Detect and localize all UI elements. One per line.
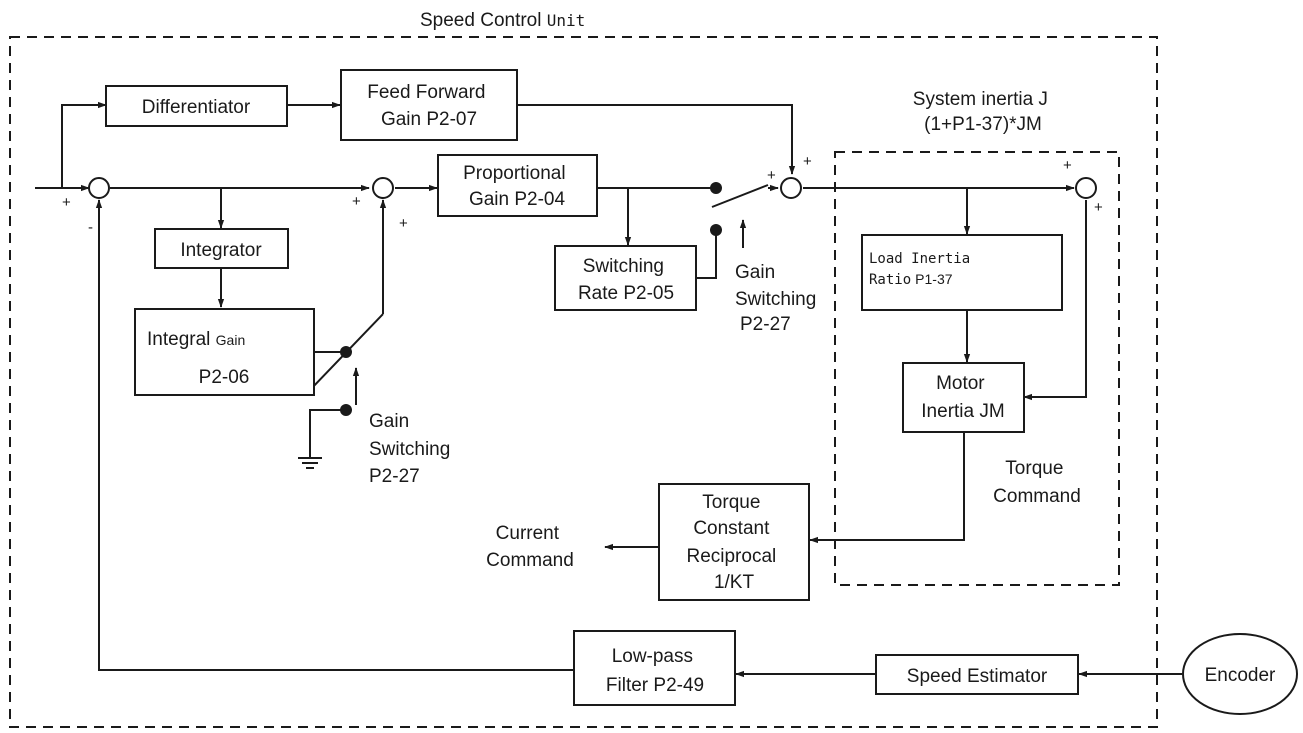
gain-switching-label-2: Gain Switching P2-27 bbox=[735, 262, 822, 335]
wire-feedback-to-sum1 bbox=[95, 199, 574, 671]
switch1-contact-integral bbox=[340, 346, 352, 358]
integrator-block: Integrator bbox=[154, 228, 289, 269]
wire-sum4-to-motor bbox=[1023, 200, 1087, 401]
switch1-contact-ground bbox=[340, 404, 352, 416]
current-command-label: Current Command bbox=[486, 523, 574, 571]
gain-switching-label-1: Gain Switching P2-27 bbox=[369, 411, 456, 487]
svg-text:Integral Gain: Integral Gain bbox=[147, 329, 245, 350]
switch2-contact-switching-rate bbox=[710, 224, 722, 236]
summing-junction-1 bbox=[88, 177, 110, 199]
differentiator-block: Differentiator bbox=[105, 85, 288, 127]
feed-forward-gain-block: Feed Forward Gain P2-07 bbox=[340, 69, 518, 141]
svg-text:Integrator: Integrator bbox=[180, 240, 262, 261]
torque-constant-reciprocal-block: Torque Constant Reciprocal 1/KT bbox=[658, 483, 810, 601]
load-inertia-ratio-block: Load Inertia Ratio P1-37 bbox=[861, 234, 1063, 311]
sign-plus-sum4-right: + bbox=[1094, 199, 1103, 216]
low-pass-filter-block: Low-pass Filter P2-49 bbox=[573, 630, 736, 706]
svg-text:Proportional Gain P2-04: Proportional Gain P2-04 bbox=[463, 163, 571, 210]
summing-junction-3 bbox=[780, 177, 802, 199]
sign-plus-sum2-bottom: + bbox=[399, 215, 408, 232]
integral-gain-block: Integral Gain P2-06 bbox=[134, 308, 315, 396]
sign-plus-sum4-top: + bbox=[1063, 157, 1072, 174]
encoder-block: Encoder bbox=[1182, 633, 1298, 715]
summing-junction-2 bbox=[372, 177, 394, 199]
ground-wire bbox=[309, 409, 346, 458]
sign-plus-sum3-left: + bbox=[767, 167, 776, 184]
svg-text:Low-pass Filter P2-49: Low-pass Filter P2-49 bbox=[606, 646, 704, 696]
system-inertia-boundary bbox=[834, 151, 1120, 586]
svg-text:Feed Forward Gain P2-07: Feed Forward Gain P2-07 bbox=[367, 82, 491, 130]
wire-switching-rate-out bbox=[696, 230, 717, 279]
svg-text:Ratio P1-37: Ratio P1-37 bbox=[869, 271, 953, 288]
switching-rate-block: Switching Rate P2-05 bbox=[554, 245, 697, 311]
motor-inertia-block: Motor Inertia JM bbox=[902, 362, 1025, 433]
svg-text:Load Inertia: Load Inertia bbox=[869, 251, 970, 267]
switch2-contact-proportional bbox=[710, 182, 722, 194]
switch2-blade bbox=[711, 184, 769, 208]
svg-text:Speed Estimator: Speed Estimator bbox=[907, 666, 1048, 687]
svg-text:Switching Rate P2-05: Switching Rate P2-05 bbox=[578, 256, 674, 304]
sign-plus-sum3-top: + bbox=[803, 153, 812, 170]
wire-motor-to-torque-constant bbox=[809, 432, 965, 544]
wire-feedforward-to-sum3 bbox=[517, 104, 796, 175]
system-inertia-label: System inertia J (1+P1-37)*JM bbox=[913, 89, 1053, 135]
speed-control-unit-title: Speed Control Unit bbox=[420, 10, 585, 31]
torque-command-label: Torque Command bbox=[993, 458, 1081, 507]
svg-text:P2-06: P2-06 bbox=[199, 367, 250, 388]
summing-junction-4 bbox=[1075, 177, 1097, 199]
svg-text:Encoder: Encoder bbox=[1205, 665, 1276, 686]
svg-text:Motor Inertia JM: Motor Inertia JM bbox=[921, 373, 1004, 422]
speed-estimator-block: Speed Estimator bbox=[875, 654, 1079, 695]
proportional-gain-block: Proportional Gain P2-04 bbox=[437, 154, 598, 217]
sign-plus-sum1: + bbox=[62, 194, 71, 211]
sign-minus-sum1: - bbox=[88, 219, 93, 236]
sign-plus-sum2-left: + bbox=[352, 193, 361, 210]
svg-text:Torque Constant Re: Torque Constant Reciprocal 1/KT bbox=[686, 492, 781, 593]
wire-to-differentiator bbox=[61, 101, 107, 188]
svg-text:Differentiator: Differentiator bbox=[142, 97, 251, 118]
